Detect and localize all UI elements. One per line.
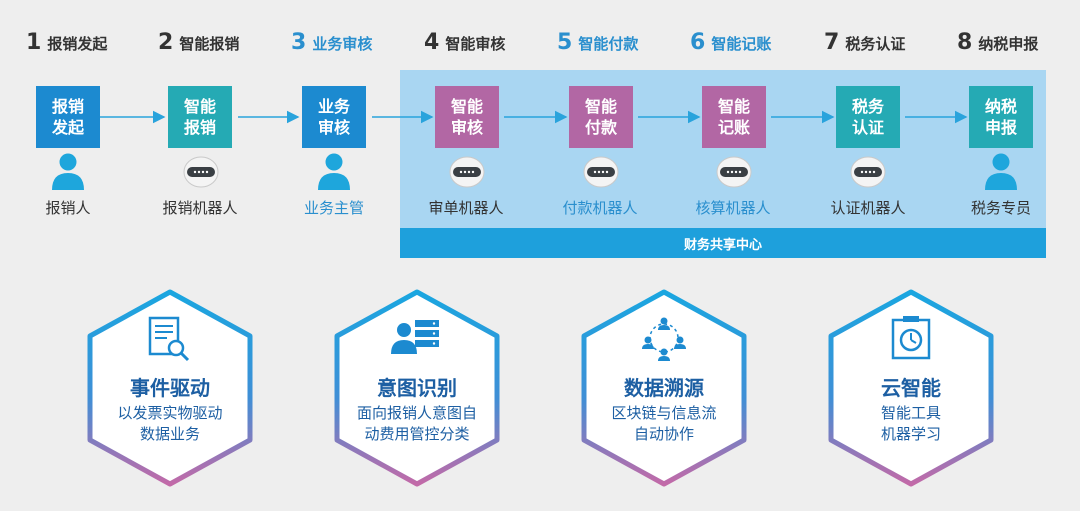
step-3-actor: 业务主管 (303, 199, 364, 217)
step-3-box-line-1: 业务 (317, 97, 350, 116)
step-7-number: 7 (824, 30, 840, 55)
feature-4-hexagon (828, 289, 994, 487)
step-7-box: 税务 认证 (836, 86, 900, 148)
feature-3-hexagon (581, 289, 747, 487)
step-4-number: 4 (424, 30, 440, 55)
user-server-icon (391, 320, 439, 354)
step-5-header: 5 智能付款 (557, 30, 638, 60)
robot-icon (716, 156, 752, 188)
robot-icon (583, 156, 619, 188)
feature-4-line-2: 机器学习 (880, 425, 941, 443)
step-8-number: 8 (957, 30, 973, 55)
step-1-name: 报销发起 (47, 35, 108, 53)
step-3-name: 业务审核 (312, 35, 373, 53)
step-8-box: 纳税 申报 (969, 86, 1033, 148)
step-4-header: 4 智能审核 (424, 30, 505, 60)
step-6-box-line-1: 智能 (717, 97, 750, 116)
step-1-box: 报销 发起 (36, 86, 100, 148)
step-4-box-line-1: 智能 (450, 97, 483, 116)
feature-3-line-2: 自动协作 (633, 425, 694, 443)
step-1-header: 1 报销发起 (26, 30, 107, 60)
step-4-box-line-2: 审核 (450, 118, 483, 137)
person-icon (985, 153, 1017, 190)
step-3-number: 3 (291, 30, 307, 55)
robot-icon (183, 156, 219, 188)
step-6-header: 6 智能记账 (690, 30, 771, 60)
step-7-name: 税务认证 (845, 35, 906, 53)
step-1-actor: 报销人 (45, 199, 91, 217)
step-7-box-line-1: 税务 (851, 97, 884, 116)
shared-center-label: 财务共享中心 (683, 237, 762, 253)
step-6-name: 智能记账 (711, 35, 772, 53)
step-7-header: 7 税务认证 (824, 30, 905, 60)
step-1-box-line-1: 报销 (51, 97, 84, 116)
feature-1-hexagon (87, 289, 253, 487)
step-3-box-line-2: 审核 (317, 118, 350, 137)
step-2-actor: 报销机器人 (162, 199, 238, 217)
step-8-name: 纳税申报 (978, 35, 1039, 53)
step-3-header: 3 业务审核 (291, 30, 372, 60)
feature-1-line-1: 以发票实物驱动 (117, 404, 223, 422)
step-8-header: 8 纳税申报 (957, 30, 1038, 60)
feature-2-line-1: 面向报销人意图自 (356, 404, 477, 422)
robot-icon (449, 156, 485, 188)
feature-3-title: 数据溯源 (624, 376, 704, 400)
step-5-number: 5 (557, 30, 573, 55)
step-4-box: 智能 审核 (435, 86, 499, 148)
step-1-number: 1 (26, 30, 42, 55)
feature-2-title: 意图识别 (377, 376, 457, 400)
step-3-box: 业务 审核 (302, 86, 366, 148)
step-6-box-line-2: 记账 (717, 118, 750, 137)
step-4-actor: 审单机器人 (428, 199, 504, 217)
step-7-actor: 认证机器人 (830, 199, 906, 217)
step-2-box: 智能 报销 (168, 86, 232, 148)
step-5-actor: 付款机器人 (562, 199, 638, 217)
step-7-box-line-2: 认证 (851, 118, 884, 137)
step-5-box: 智能 付款 (569, 86, 633, 148)
network-people-icon (642, 317, 686, 361)
document-search-icon (148, 316, 190, 362)
feature-3-line-1: 区块链与信息流 (611, 404, 717, 422)
step-2-box-line-2: 报销 (183, 118, 216, 137)
feature-4-line-1: 智能工具 (880, 404, 941, 422)
step-2-name: 智能报销 (179, 35, 240, 53)
step-5-name: 智能付款 (578, 35, 639, 53)
step-6-number: 6 (690, 30, 706, 55)
robot-icon (850, 156, 886, 188)
step-2-number: 2 (158, 30, 174, 55)
feature-4-title: 云智能 (881, 376, 941, 400)
step-8-box-line-1: 纳税 (984, 97, 1017, 116)
step-4-name: 智能审核 (445, 35, 506, 53)
robot-clock-icon (891, 316, 931, 360)
step-2-box-line-1: 智能 (183, 97, 216, 116)
step-6-box: 智能 记账 (702, 86, 766, 148)
shared-center-bar: 财务共享中心 (400, 228, 1046, 258)
step-5-box-line-1: 智能 (584, 97, 617, 116)
step-5-box-line-2: 付款 (584, 118, 617, 137)
feature-2-hexagon (334, 289, 500, 487)
feature-1-title: 事件驱动 (130, 376, 210, 400)
feature-1-line-2: 数据业务 (139, 425, 200, 443)
person-icon (318, 153, 350, 190)
person-icon (52, 153, 84, 190)
feature-2-line-2: 动费用管控分类 (364, 425, 470, 443)
step-2-header: 2 智能报销 (158, 30, 239, 60)
step-1-box-line-2: 发起 (51, 118, 84, 137)
step-8-actor: 税务专员 (970, 199, 1031, 217)
step-6-actor: 核算机器人 (695, 199, 771, 217)
step-8-box-line-2: 申报 (984, 118, 1017, 137)
